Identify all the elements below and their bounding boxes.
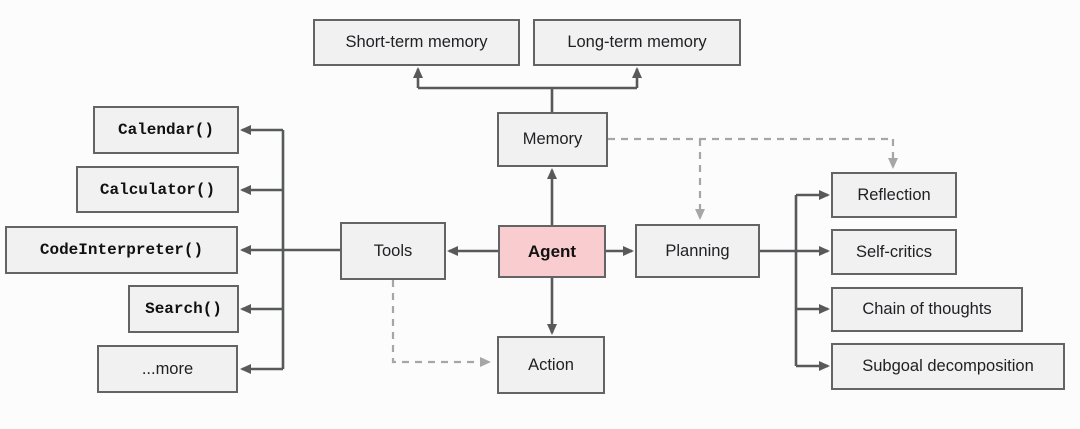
node-long-term-memory: Long-term memory bbox=[533, 19, 741, 66]
node-self-critics: Self-critics bbox=[831, 229, 957, 275]
node-search: Search() bbox=[128, 285, 239, 333]
edges-dashed bbox=[391, 137, 898, 367]
node-subgoal-decomposition: Subgoal decomposition bbox=[831, 343, 1065, 390]
node-chain-of-thoughts: Chain of thoughts bbox=[831, 287, 1023, 332]
edges-solid bbox=[240, 67, 830, 374]
node-agent: Agent bbox=[498, 225, 606, 278]
node-memory: Memory bbox=[497, 112, 608, 167]
node-action: Action bbox=[497, 336, 605, 394]
node-reflection: Reflection bbox=[831, 172, 957, 218]
node-calculator: Calculator() bbox=[76, 166, 239, 213]
edge-tools-action-dashed bbox=[391, 280, 491, 367]
node-short-term-memory: Short-term memory bbox=[313, 19, 520, 66]
node-calendar: Calendar() bbox=[93, 106, 239, 154]
node-tools: Tools bbox=[340, 222, 446, 280]
node-planning: Planning bbox=[635, 224, 760, 278]
node-more-tools: ...more bbox=[97, 345, 238, 393]
node-code-interpreter: CodeInterpreter() bbox=[5, 226, 238, 274]
